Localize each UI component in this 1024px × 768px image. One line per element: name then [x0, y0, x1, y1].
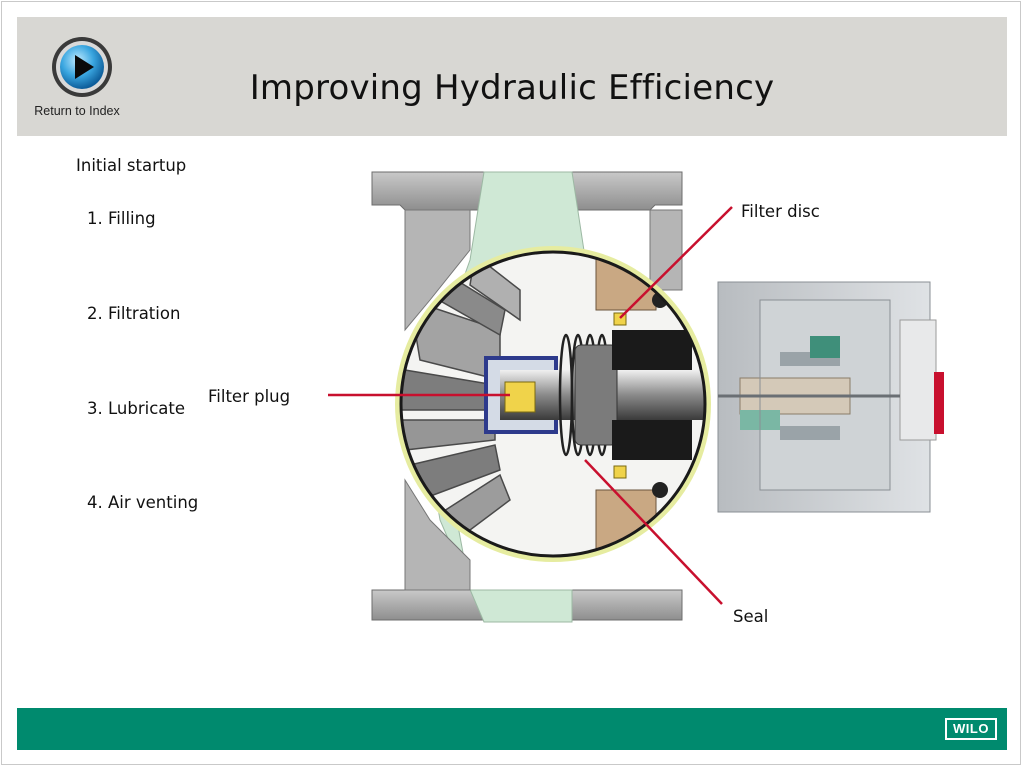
return-to-index-button[interactable] — [51, 36, 113, 98]
wilo-logo: WILO — [945, 718, 997, 740]
motor-block — [717, 281, 944, 513]
magnified-view — [395, 246, 711, 562]
step-lubricate: 3. Lubricate — [87, 399, 185, 418]
footer-bar: WILO — [17, 708, 1007, 750]
step-filling: 1. Filling — [87, 209, 156, 228]
seal-label: Seal — [733, 607, 768, 626]
play-icon — [52, 37, 112, 97]
initial-startup-heading: Initial startup — [76, 156, 187, 175]
pump-cutaway-diagram: Filter disc Filter plug Seal — [208, 171, 944, 626]
header-bar — [17, 17, 1007, 136]
filter-disc-label: Filter disc — [741, 202, 820, 221]
filter-plug-label: Filter plug — [208, 387, 290, 406]
callout-lines — [328, 206, 733, 605]
impeller — [401, 253, 521, 547]
step-filtration: 2. Filtration — [87, 304, 181, 323]
return-to-index-link[interactable]: Return to Index — [34, 104, 120, 118]
page-title: Improving Hydraulic Efficiency — [249, 68, 775, 108]
step-air-venting: 4. Air venting — [87, 493, 199, 512]
